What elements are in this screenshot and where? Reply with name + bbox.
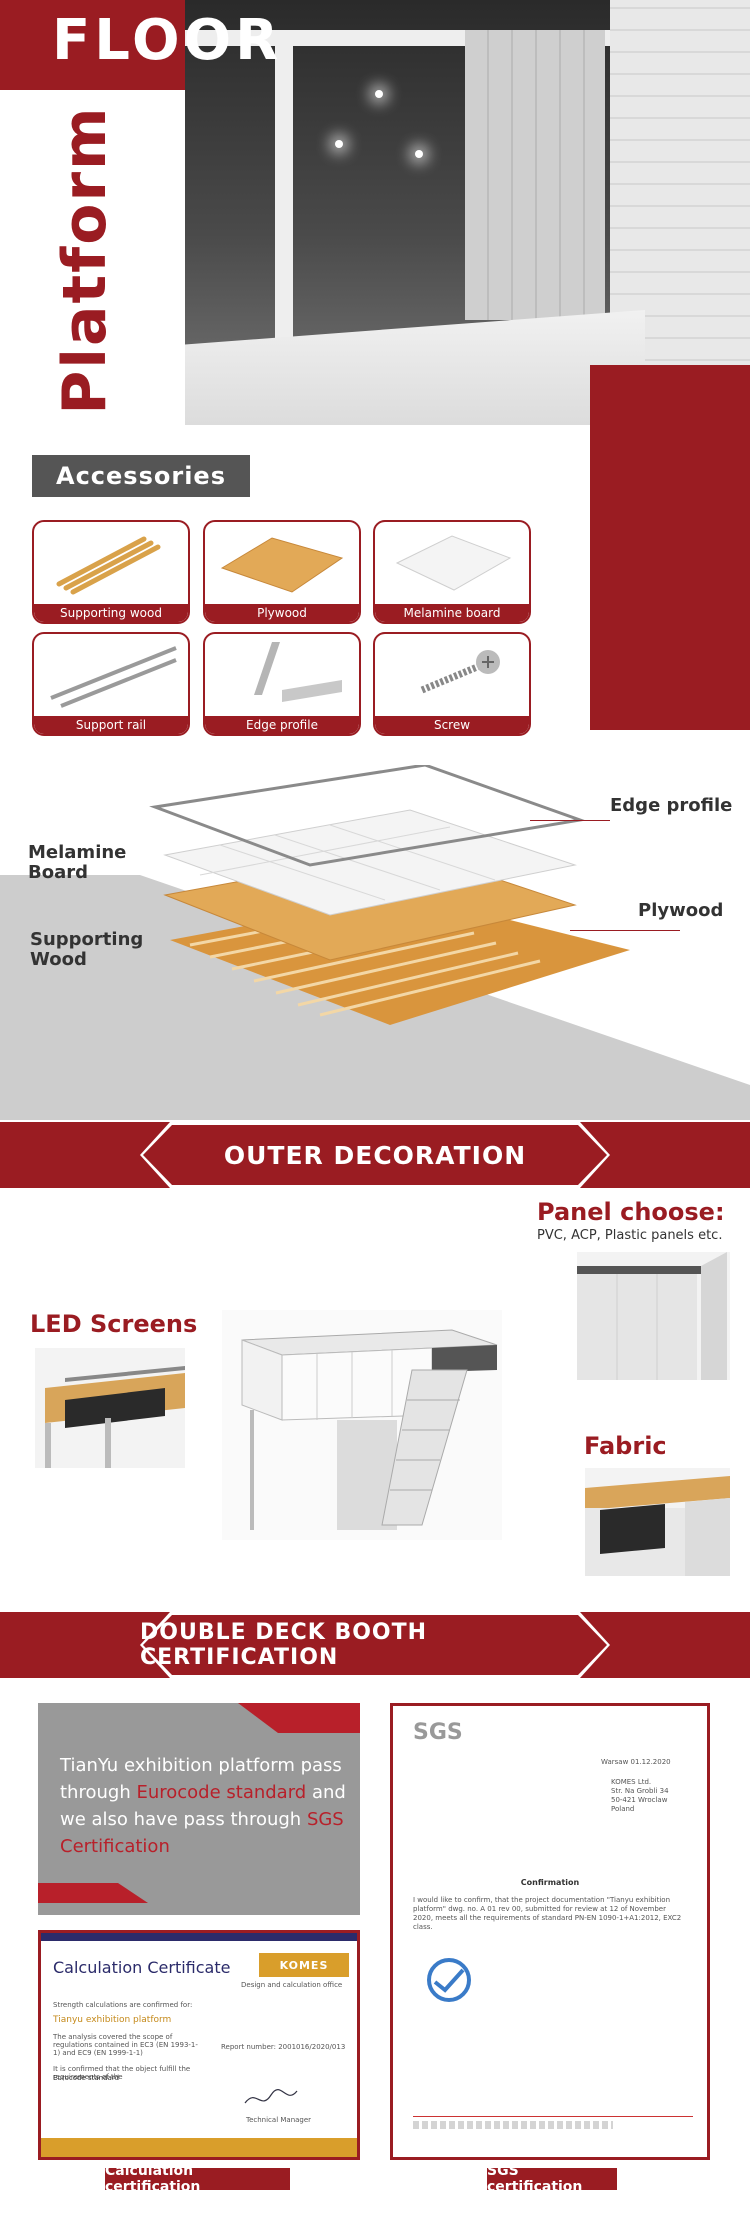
- calc-standard: Eurocode standard: [53, 2074, 120, 2082]
- accessory-card-plywood: Plywood: [203, 520, 361, 624]
- sgs-body: I would like to confirm, that the projec…: [413, 1896, 682, 1931]
- sgs-address-4: Poland: [611, 1805, 635, 1813]
- callout-plywood: Plywood: [638, 900, 724, 921]
- led-screens-title: LED Screens: [30, 1310, 198, 1338]
- calc-project: Tianyu exhibition platform: [53, 2015, 172, 2025]
- accessory-card-support-rail: Support rail: [32, 632, 190, 736]
- banner-title: OUTER DECORATION: [223, 1140, 527, 1170]
- komes-logo: KOMES: [259, 1953, 349, 1977]
- accessory-label: Plywood: [205, 604, 359, 622]
- callout-edge-profile: Edge profile: [610, 795, 733, 816]
- accessory-label: Screw: [375, 716, 529, 734]
- calc-title: Calculation Certificate: [53, 1958, 231, 1977]
- accessory-card-melamine-board: Melamine board: [373, 520, 531, 624]
- accessory-label: Supporting wood: [34, 604, 188, 622]
- caption-sgs: SGS certification: [487, 2163, 617, 2195]
- accessory-card-screw: Screw: [373, 632, 531, 736]
- accessory-card-edge-profile: Edge profile: [203, 632, 361, 736]
- signature-icon: [244, 2089, 298, 2104]
- calc-line2: The analysis covered the scope of regula…: [53, 2033, 198, 2057]
- certification-statement-card: [38, 1703, 360, 1915]
- caption-calculation: Calculation certification: [105, 2163, 290, 2195]
- accessory-label: Support rail: [34, 716, 188, 734]
- hero-photo: [185, 0, 750, 425]
- fabric-image: [585, 1468, 730, 1576]
- sgs-date: Warsaw 01.12.2020: [601, 1758, 671, 1766]
- outer-decoration-banner: OUTER DECORATION: [0, 1122, 750, 1188]
- panel-choose-desc: PVC, ACP, Plastic panels etc.: [537, 1228, 723, 1243]
- sgs-address-2: Str. Na Grobli 34: [611, 1787, 669, 1795]
- booth-render: [222, 1310, 502, 1540]
- accessory-label: Edge profile: [205, 716, 359, 734]
- certification-banner: DOUBLE DECK BOOTH CERTIFICATION: [0, 1612, 750, 1678]
- callout-melamine-board: Melamine Board: [28, 842, 127, 883]
- calc-report-number: Report number: 2001016/2020/013: [221, 2043, 346, 2051]
- sgs-seal-icon: [427, 1958, 471, 2002]
- callout-supporting-wood: Supporting Wood: [30, 929, 144, 970]
- hero-vertical-title: Platform: [50, 105, 120, 415]
- accessory-card-supporting-wood: Supporting wood: [32, 520, 190, 624]
- calculation-certificate: Calculation Certificate KOMES Design and…: [38, 1930, 360, 2160]
- hero-title: FLOOR: [52, 8, 283, 73]
- calc-line3: It is confirmed that the object fulfill …: [53, 2065, 191, 2081]
- exploded-diagram: Edge profile Melamine Board Plywood Supp…: [0, 765, 750, 1120]
- panel-image: [577, 1252, 730, 1380]
- sgs-heading: Confirmation: [520, 1878, 580, 1887]
- sgs-logo: SGS: [413, 1720, 463, 1745]
- calc-signer-title: Technical Manager: [246, 2116, 312, 2124]
- banner-title: DOUBLE DECK BOOTH CERTIFICATION: [140, 1620, 428, 1670]
- calc-line1: Strength calculations are confirmed for:: [53, 2001, 193, 2009]
- fabric-title: Fabric: [584, 1432, 667, 1460]
- panel-choose-title: Panel choose:: [537, 1198, 725, 1226]
- sgs-address-1: KOMES Ltd.: [611, 1778, 652, 1786]
- sgs-certificate: SGS Warsaw 01.12.2020 KOMES Ltd. Str. Na…: [390, 1703, 710, 2160]
- komes-subtitle: Design and calculation office: [241, 1981, 343, 1989]
- accessory-label: Melamine board: [375, 604, 529, 622]
- sgs-address-3: 50-421 Wroclaw: [611, 1796, 668, 1804]
- side-red-block: [590, 365, 750, 730]
- led-screens-image: [35, 1348, 185, 1468]
- certification-statement: TianYu exhibition platform pass through …: [60, 1755, 346, 1857]
- hero-red-block: [0, 0, 185, 90]
- accessories-title: Accessories: [32, 455, 250, 497]
